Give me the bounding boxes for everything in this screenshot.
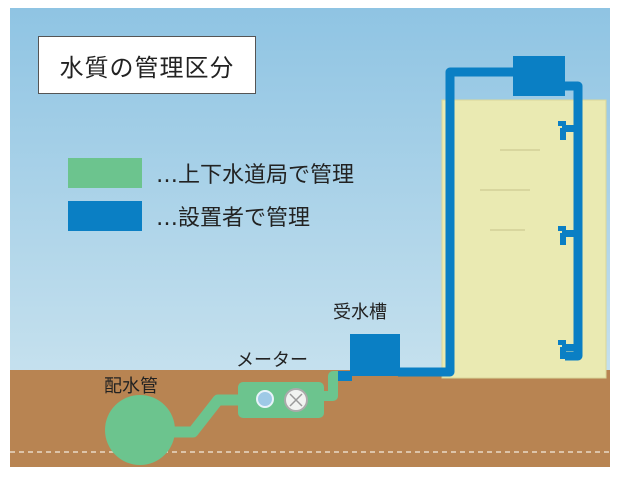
receiving-tank-label: 受水槽 [333,302,387,323]
faucet-icon [558,340,578,359]
meter-label: メーター [236,350,308,371]
legend-label-city: …上下水道局で管理 [156,163,355,188]
main-pipe-label: 配水管 [104,376,158,397]
faucet-icon [558,226,578,245]
building-window-marks [480,149,540,231]
owner-pipe-section [338,56,583,381]
elevated-tank [513,56,565,96]
legend-swatch-owner [68,201,142,231]
legend-item-city: …上下水道局で管理 [68,157,354,189]
faucet-icon [558,121,578,140]
legend-label-owner: …設置者で管理 [156,206,311,231]
legend-item-owner: …設置者で管理 [68,200,310,232]
meter-box [238,382,324,418]
legend-swatch-city [68,158,142,188]
service-pipe [159,394,250,438]
city-pipe-section [105,371,345,465]
meter-dial-blue-icon [256,390,274,408]
receiving-tank [350,334,400,376]
distribution-pipe [562,81,583,361]
supply-pipe [398,67,516,377]
distribution-main-pipe [105,395,175,465]
page-title: 水質の管理区分 [38,36,256,94]
